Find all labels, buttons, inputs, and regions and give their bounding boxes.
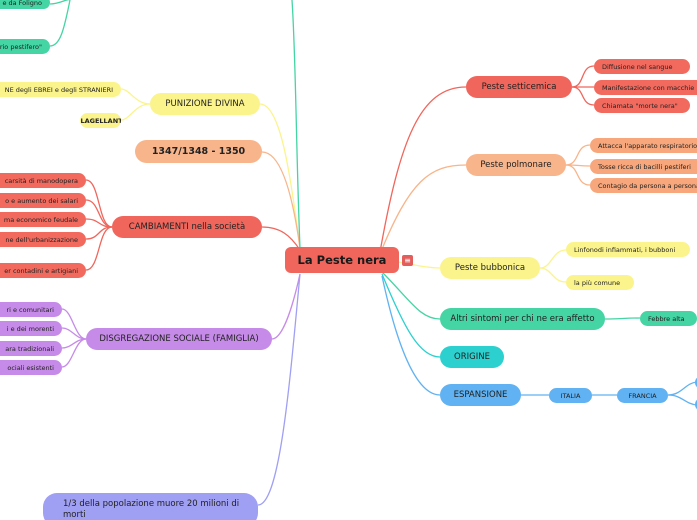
connector-origine <box>381 273 441 358</box>
branch-altri-sintomi[interactable]: Altri sintomi per chi ne era affetto <box>440 308 605 330</box>
leaf-tosse-bacilli[interactable]: Tosse ricca di bacilli pestiferi <box>590 159 697 174</box>
leaf-morte-nera[interactable]: Chiamata "morte nera" <box>594 98 690 113</box>
branch-cambiamenti-societa[interactable]: CAMBIAMENTI nella società <box>112 216 262 238</box>
leaf-italia[interactable]: ITALIA <box>549 388 592 403</box>
connector-sintomi <box>381 271 441 320</box>
leaf-sistema-feudale[interactable]: ma economico feudale <box>0 212 86 227</box>
leaf-contagio-persona[interactable]: Contagio da persona a persona <box>590 178 697 193</box>
leaf-linfonodi[interactable]: Linfonodi infiammati, i bubboni <box>566 242 690 257</box>
branch-disgregazione-sociale[interactable]: DISGREGAZIONE SOCIALE (FAMIGLIA) <box>86 328 272 350</box>
menu-lines-icon[interactable]: ≡ <box>402 255 413 266</box>
connector-popolazione <box>257 273 301 506</box>
connector-espansione <box>381 275 441 396</box>
branch-peste-setticemica[interactable]: Peste setticemica <box>466 76 572 98</box>
leaf-diffusione-sangue[interactable]: Diffusione nel sangue <box>594 59 690 74</box>
connector-cambiamenti <box>261 226 301 251</box>
leaf-febbre-alta[interactable]: Febbre alta <box>640 311 697 326</box>
branch-espansione[interactable]: ESPANSIONE <box>440 384 521 406</box>
leaf-espansione-sub-2[interactable] <box>695 398 697 411</box>
connector-setticemica <box>379 86 467 253</box>
leaf-contadini-artigiani[interactable]: er contadini e artigiani <box>0 263 86 278</box>
leaf-apparato-respiratorio[interactable]: Attacca l'apparato respiratorio <box>590 138 697 153</box>
connector-polmonare <box>379 164 467 255</box>
central-topic[interactable]: La Peste nera <box>285 247 399 273</box>
leaf-sociali-esistenti[interactable]: ociali esistenti <box>0 360 62 375</box>
leaf-flagellanti[interactable]: FLAGELLANTI <box>80 113 121 128</box>
leaf-francia[interactable]: FRANCIA <box>617 388 668 403</box>
leaf-piu-comune[interactable]: la più comune <box>566 275 634 290</box>
branch-punizione-divina[interactable]: PUNIZIONE DIVINA <box>150 93 260 115</box>
leaf-urbanizzazione[interactable]: ne dell'urbanizzazione <box>0 232 86 247</box>
connector-top-green <box>291 0 301 249</box>
branch-date[interactable]: 1347/1348 - 1350 <box>135 140 262 163</box>
branch-origine[interactable]: ORIGINE <box>440 346 504 368</box>
leaf-aumento-salari[interactable]: o e aumento dei salari <box>0 193 86 208</box>
branch-peste-polmonare[interactable]: Peste polmonare <box>466 154 566 176</box>
leaf-espansione-sub-1[interactable] <box>695 376 697 389</box>
branch-popolazione-morti[interactable]: 1/3 della popolazione muore 20 milioni d… <box>43 493 258 520</box>
leaf-manifestazione-macchie[interactable]: Manifestazione con macchie <box>594 80 697 95</box>
connector-disgregazione <box>271 273 301 340</box>
branch-peste-bubbonica[interactable]: Peste bubbonica <box>440 257 540 279</box>
connector-punizione <box>259 103 301 249</box>
leaf-pestifero[interactable]: rio pestifero" <box>0 39 50 54</box>
leaf-tradizionali[interactable]: ara tradizionali <box>0 341 62 356</box>
leaf-morenti[interactable]: i e dei morenti <box>0 321 62 336</box>
leaf-ebrei-stranieri[interactable]: NE degli EBREI e degli STRANIERI <box>0 82 121 97</box>
leaf-comunitari[interactable]: ri e comunitari <box>0 302 62 317</box>
leaf-scarsita-manodopera[interactable]: carsità di manodopera <box>0 173 86 188</box>
connector-date <box>261 151 301 249</box>
leaf-foligno[interactable]: e da Foligno <box>0 0 50 9</box>
